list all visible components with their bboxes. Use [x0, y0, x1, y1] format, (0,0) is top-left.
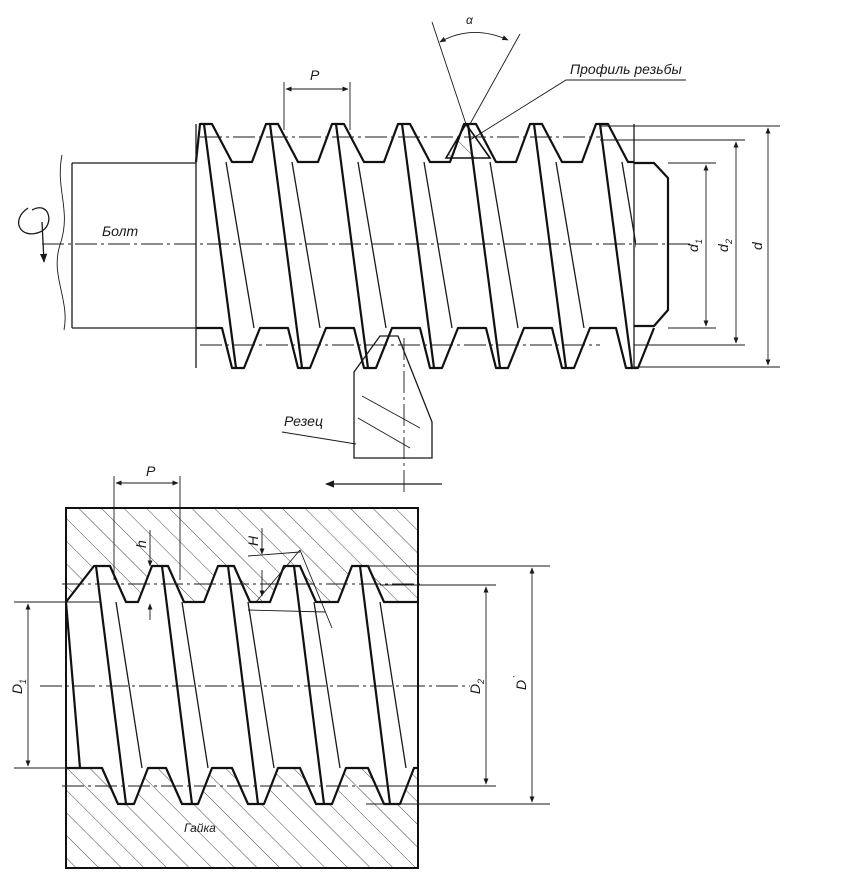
alpha-ray-right	[469, 33, 521, 125]
bolt-flank-line	[357, 161, 387, 329]
break-line	[56, 154, 66, 331]
nut-flank-line	[226, 565, 260, 805]
d1-label-group: d 1	[685, 239, 704, 252]
pitch-bolt-label: P	[310, 67, 320, 83]
d-label-group: d	[749, 241, 765, 250]
nut-flank-line	[181, 601, 209, 769]
profile-leader	[469, 79, 686, 141]
alpha-ray-left	[431, 21, 467, 125]
nut-flank-line	[247, 601, 275, 769]
bolt-flank-line	[202, 124, 238, 368]
H-label: H	[245, 535, 261, 546]
h-label-group: h	[133, 540, 149, 548]
rotation-arrow-icon	[18, 207, 50, 235]
d2-label-group: d 2	[715, 239, 734, 252]
cutter-hatch-1	[361, 395, 421, 429]
bolt-flank-line	[555, 161, 585, 329]
bolt-flank-line	[400, 124, 436, 368]
nut-flank-line	[160, 565, 194, 805]
ext-H-bottom	[247, 609, 327, 613]
ext-H-top	[247, 551, 301, 557]
nut-view	[14, 476, 550, 869]
nut-flank-line	[94, 565, 128, 805]
nut-flank-line	[292, 565, 326, 805]
pitch-nut-label: P	[146, 463, 156, 479]
h-label: h	[133, 540, 149, 548]
thread-profile-section	[444, 122, 492, 159]
d2-label: d	[715, 243, 731, 252]
bolt-flank-line	[598, 124, 634, 368]
bolt-thread-bottom-profile	[196, 326, 656, 370]
alpha-arc	[439, 32, 509, 43]
profile-label: Профиль резьбы	[570, 61, 683, 77]
d-label: d	[749, 241, 765, 250]
bolt-flank-line	[334, 124, 370, 368]
nut-thread-flanks	[66, 565, 456, 805]
bolt-end-chamfer	[634, 161, 670, 328]
D-label: D	[513, 680, 529, 690]
nut-flank-line	[313, 601, 341, 769]
bolt-flank-line	[291, 161, 321, 329]
d1-label: d	[685, 243, 701, 252]
D2-sub: 2	[476, 679, 486, 685]
rotation-arrow-tail	[39, 221, 48, 263]
H-label-group: H	[245, 535, 261, 546]
nut-flank-line	[379, 601, 407, 769]
bolt-flank-line	[268, 124, 304, 368]
nut-label: Гайка	[184, 821, 216, 835]
D-label-group: D `	[512, 675, 529, 690]
cutter-hatch-2	[357, 417, 411, 449]
cutter-leader	[281, 431, 357, 445]
D1-label: D	[9, 684, 25, 694]
bolt-shank	[71, 162, 196, 329]
bolt-flank-line	[489, 161, 519, 329]
D2-label-group: D 2	[467, 679, 486, 694]
D1-sub: 1	[18, 679, 28, 684]
D2-label: D	[467, 684, 483, 694]
profile-ray-right	[299, 549, 333, 629]
alpha-label: α	[466, 13, 474, 27]
d1-sub: 1	[694, 239, 704, 244]
bolt-flank-line	[423, 161, 453, 329]
bolt-thread-flanks	[202, 124, 636, 368]
nut-thread-top-profile	[65, 564, 418, 604]
D1-label-group: D 1	[9, 679, 28, 694]
nut-flank-line	[66, 601, 82, 769]
bolt-flank-line	[532, 124, 568, 368]
profile-ray-left	[255, 549, 301, 603]
bolt-flank-line	[621, 161, 636, 249]
D-mark: `	[512, 675, 522, 678]
nut-flank-line	[358, 565, 392, 805]
bolt-thread-top-profile	[194, 122, 634, 164]
cutter-tool	[353, 335, 433, 459]
bolt-flank-line	[225, 161, 255, 329]
nut-flank-line	[115, 601, 143, 769]
bolt-flank-line	[466, 124, 502, 368]
bolt-label: Болт	[102, 223, 138, 239]
cutter-label: Резец	[284, 413, 323, 429]
nut-outline	[65, 507, 419, 869]
d2-sub: 2	[724, 239, 734, 245]
bolt-view	[18, 21, 780, 492]
nut-flank-line	[426, 566, 456, 804]
